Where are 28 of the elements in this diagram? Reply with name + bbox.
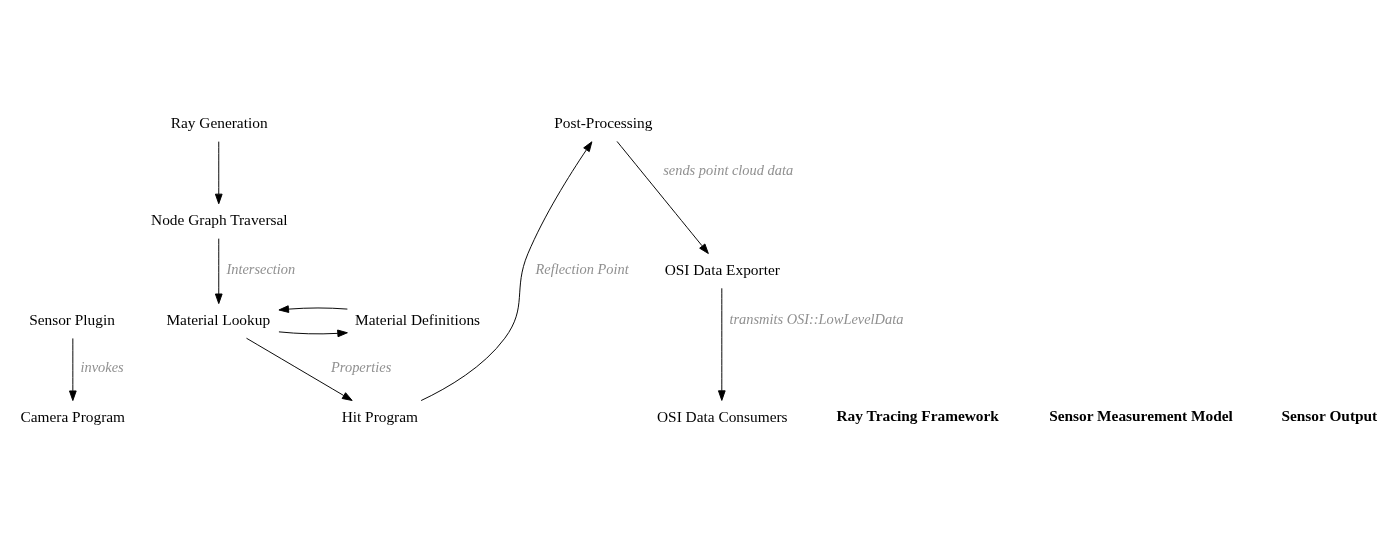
node-text: Material Lookup xyxy=(166,310,271,328)
label: Ray Tracing Framework xyxy=(836,406,999,424)
arrow xyxy=(214,140,223,204)
arrow xyxy=(616,140,709,254)
node-text: Material Definitions xyxy=(355,310,481,328)
node-text: OSI Data Consumers xyxy=(657,407,788,425)
label: Sensor Measurement Model xyxy=(1049,406,1233,424)
arrow xyxy=(717,287,726,401)
arrow xyxy=(278,304,348,313)
edge-label: Intersection xyxy=(226,260,296,277)
node-text: Camera Program xyxy=(20,407,126,425)
arrow xyxy=(214,237,223,304)
edge-label: sends point cloud data xyxy=(663,161,794,178)
arrow xyxy=(246,337,353,401)
label: Sensor Output xyxy=(1281,406,1378,424)
arrow xyxy=(278,329,348,337)
arrow xyxy=(420,140,593,401)
node-text: OSI Data Exporter xyxy=(664,260,780,278)
edge-label: Properties xyxy=(331,358,392,375)
node-text: Sensor Plugin xyxy=(29,310,115,328)
node-text: Ray Generation xyxy=(170,113,268,131)
edge-label: Reflection Point xyxy=(535,260,629,277)
edge-label: transmits OSI::LowLevelData xyxy=(729,310,904,327)
node-text: Hit Program xyxy=(341,407,419,425)
edge-label: invokes xyxy=(80,358,124,375)
node-text: Node Graph Traversal xyxy=(151,210,288,228)
arrow xyxy=(69,337,77,401)
node-text: Post-Processing xyxy=(554,113,653,131)
